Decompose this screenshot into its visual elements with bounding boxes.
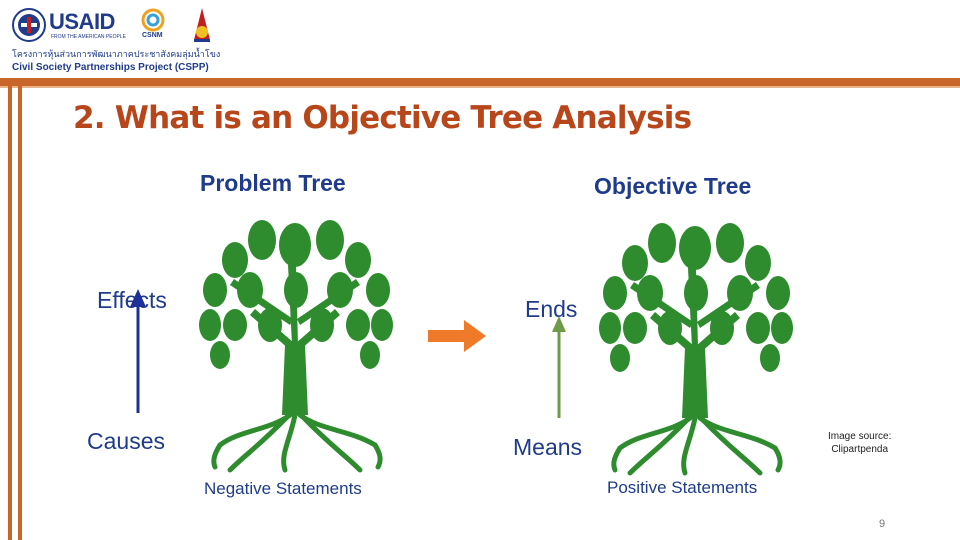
arrow-right-icon [428,320,486,352]
means-label: Means [513,434,583,460]
csnm-wordmark: CSNM [142,32,163,39]
objective-tree-title: Objective Tree [594,173,752,199]
temple-emblem-icon [194,8,210,42]
causes-label: Causes [87,428,165,454]
credit-line-2: Clipartpenda [831,444,889,455]
header-rule-thin [0,86,960,88]
image-source-credit: Image source: Clipartpenda [828,430,891,456]
csnm-logo-icon [141,8,165,32]
objective-tree-icon [599,223,793,476]
effects-label: Effects [97,287,167,313]
header-logos: USAID FROM THE AMERICAN PEOPLE CSNM โครง… [8,6,223,76]
negative-statements-caption: Negative Statements [204,479,362,498]
side-rule-outer [8,86,12,540]
usaid-seal-icon [12,8,46,42]
side-rule-inner [18,86,22,540]
page-number: 9 [879,518,886,530]
positive-statements-caption: Positive Statements [607,478,758,497]
problem-tree-icon [199,220,393,473]
usaid-wordmark: USAID [49,9,115,34]
project-name-english: Civil Society Partnerships Project (CSPP… [12,62,209,73]
means-to-ends-arrow-icon [552,316,566,418]
usaid-tagline: FROM THE AMERICAN PEOPLE [51,34,126,40]
causes-to-effects-arrow-icon [130,289,146,413]
ends-label: Ends [525,296,578,322]
slide-title: 2. What is an Objective Tree Analysis [73,100,692,136]
header-rule [0,78,960,86]
credit-line-1: Image source: [828,431,892,442]
problem-tree-title: Problem Tree [200,170,346,196]
project-name-thai: โครงการหุ้นส่วนการพัฒนาภาคประชาสังคมลุ่ม… [12,50,221,60]
